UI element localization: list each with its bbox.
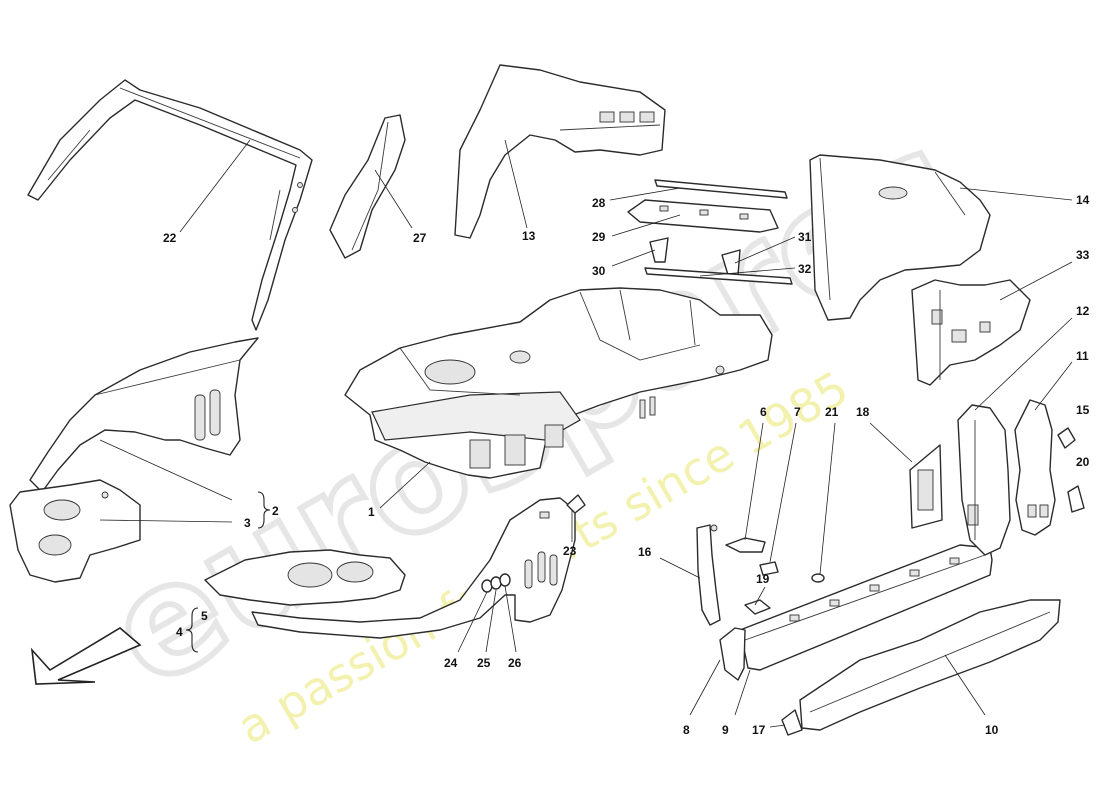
part-washers[interactable] [481,573,511,593]
callout-10[interactable]: 10 [985,723,999,737]
part-19-clip[interactable] [744,599,771,615]
brace-2-3 [257,491,271,529]
callout-7[interactable]: 7 [794,405,801,419]
callout-32[interactable]: 32 [798,262,812,276]
part-11-pillar[interactable] [1014,399,1056,536]
callout-14[interactable]: 14 [1076,193,1090,207]
callout-20[interactable]: 20 [1076,455,1090,469]
callout-12[interactable]: 12 [1076,304,1090,318]
part-7-clip[interactable] [759,561,779,576]
callout-2[interactable]: 2 [272,504,279,518]
callout-27[interactable]: 27 [413,231,427,245]
part-cross-member[interactable] [627,199,779,233]
callout-3[interactable]: 3 [244,516,251,530]
callout-4[interactable]: 4 [176,625,183,639]
part-sill-end[interactable] [719,627,746,681]
callout-26[interactable]: 26 [508,656,522,670]
callout-28[interactable]: 28 [592,196,606,210]
part-windscreen-frame[interactable] [27,79,313,331]
part-pillar[interactable] [329,114,406,259]
callouts: 1 2 3 4 5 6 7 8 9 10 11 12 13 14 15 16 1… [163,193,1090,737]
callout-8[interactable]: 8 [683,723,690,737]
callout-15[interactable]: 15 [1076,403,1090,417]
part-body-shell[interactable] [344,287,773,479]
part-sill[interactable] [739,544,993,671]
callout-21[interactable]: 21 [825,405,839,419]
part-12-panel[interactable] [957,404,1011,556]
callout-16[interactable]: 16 [638,545,652,559]
callout-24[interactable]: 24 [444,656,458,670]
part-rear-wheelhouse[interactable] [454,64,666,239]
front-direction-arrow-icon [30,627,142,685]
callout-22[interactable]: 22 [163,231,177,245]
callout-31[interactable]: 31 [798,230,812,244]
callout-9[interactable]: 9 [722,723,729,737]
callout-23[interactable]: 23 [563,544,577,558]
part-front-fender[interactable] [29,337,259,493]
part-lower-strip[interactable] [644,267,793,285]
part-rear-inner-panel[interactable] [204,549,406,606]
part-front-inner-panel[interactable] [9,479,141,583]
callout-13[interactable]: 13 [522,229,536,243]
callout-29[interactable]: 29 [592,230,606,244]
leader-lines [99,139,1073,728]
callout-25[interactable]: 25 [477,656,491,670]
brace-4-5 [185,607,199,653]
part-15-pad[interactable] [1057,427,1076,449]
part-sill-cover[interactable] [799,599,1061,731]
part-17-cap[interactable] [781,709,803,736]
callout-11[interactable]: 11 [1076,349,1089,363]
part-upper-strip[interactable] [654,179,788,199]
callout-5[interactable]: 5 [201,609,208,623]
part-rear-fender[interactable] [809,154,991,321]
part-20-pad[interactable] [1067,485,1085,513]
part-bracket-left[interactable] [649,237,669,263]
part-21-plug[interactable] [811,573,825,583]
callout-6[interactable]: 6 [760,405,767,419]
part-6-bracket[interactable] [725,537,766,553]
callout-1[interactable]: 1 [368,505,375,519]
callout-17[interactable]: 17 [752,723,766,737]
part-inner-rear-panel[interactable] [911,279,1031,386]
part-18-panel[interactable] [909,444,943,529]
callout-33[interactable]: 33 [1076,248,1090,262]
callout-30[interactable]: 30 [592,264,606,278]
part-16-bracket[interactable] [696,524,721,626]
callout-19[interactable]: 19 [756,572,770,586]
callout-18[interactable]: 18 [856,405,870,419]
